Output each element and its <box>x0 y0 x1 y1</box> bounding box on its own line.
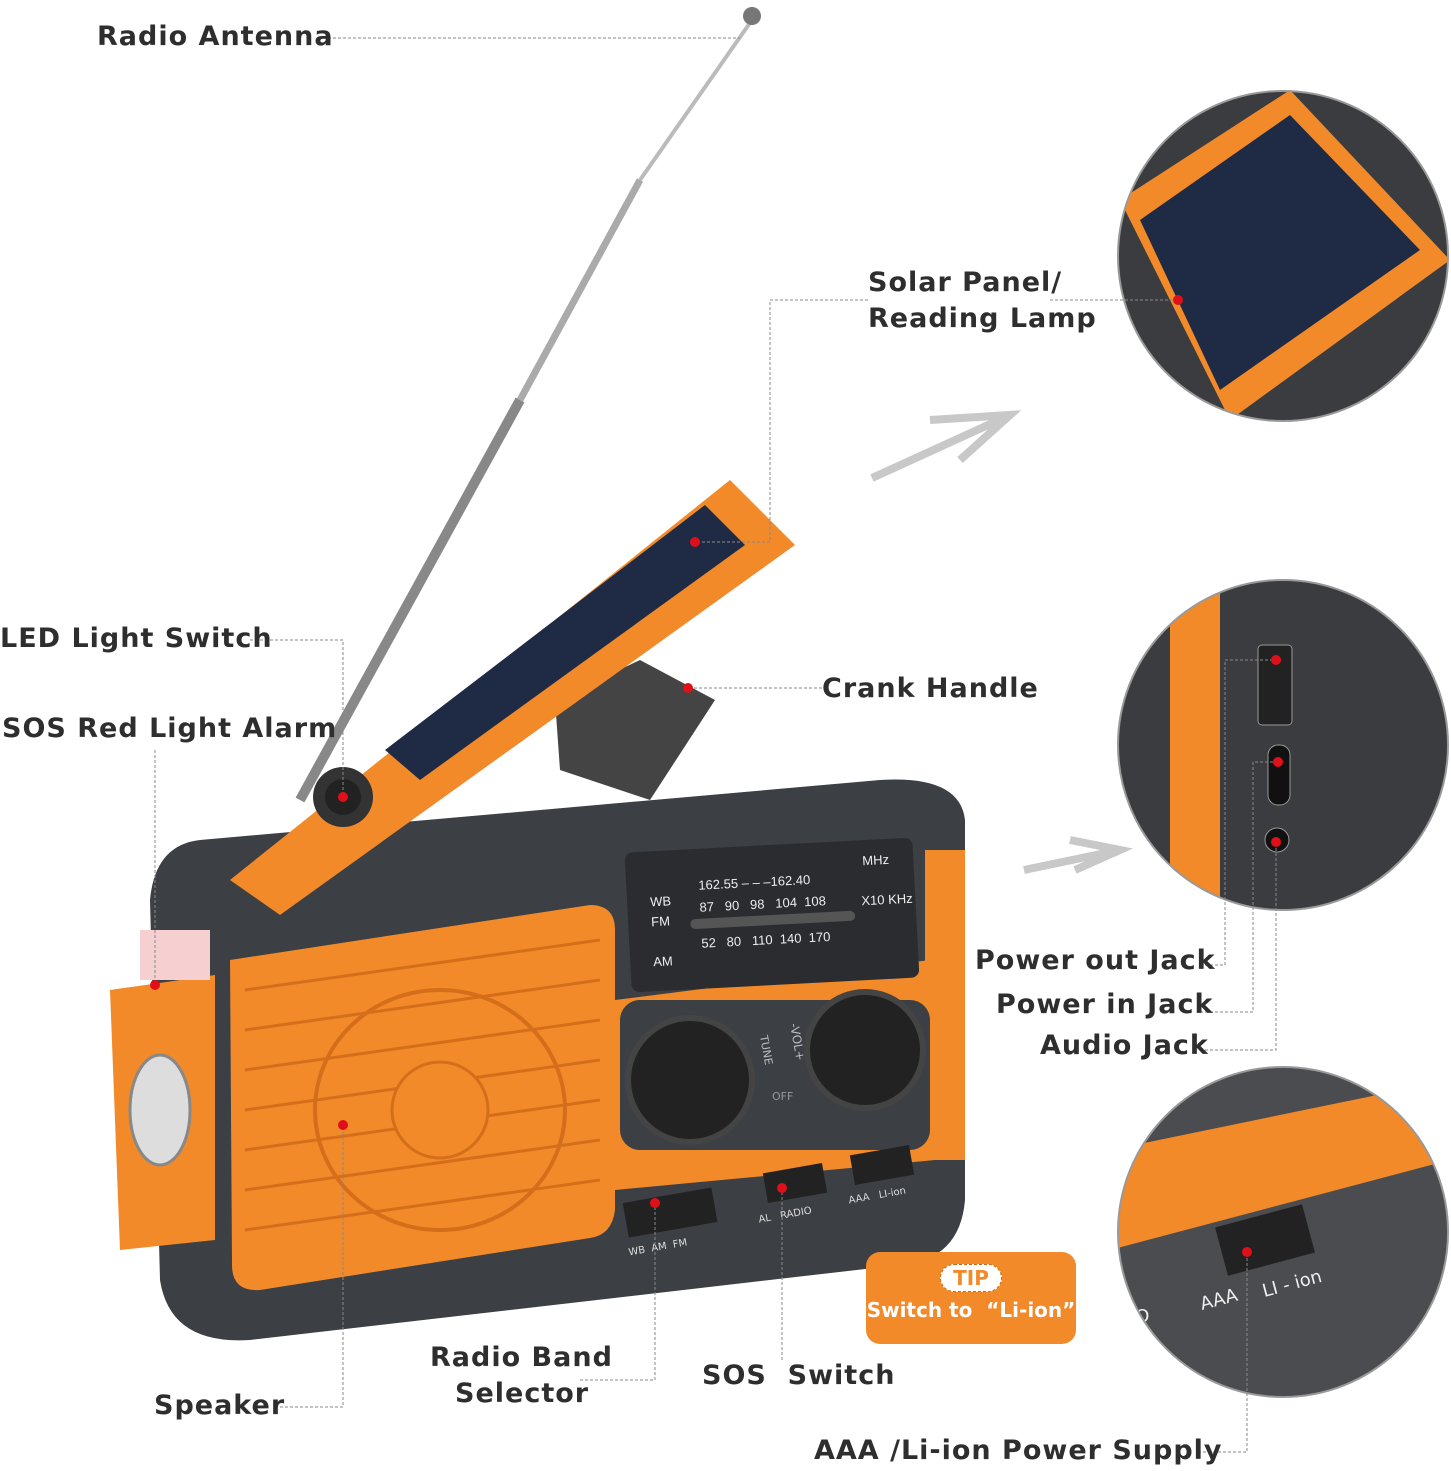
leader-lines <box>154 37 1278 1453</box>
speaker-grille <box>313 988 567 1232</box>
tip-text: Switch to “Li-ion” <box>866 1298 1076 1322</box>
label-power-supply: AAA /Li-ion Power Supply <box>814 1435 1223 1466</box>
flashlight-lens <box>128 1053 192 1167</box>
label-power-out-jack: Power out Jack <box>975 945 1216 976</box>
tuning-dial: WB FM AM 162.55 – – –162.40 87 90 98 104… <box>624 837 920 993</box>
dial-am: AM <box>653 953 673 969</box>
label-selector: Selector <box>455 1378 590 1409</box>
label-reading-lamp: Reading Lamp <box>868 303 1097 334</box>
dial-wb-range: 162.55 – – –162.40 <box>698 872 811 893</box>
power-switch <box>849 1145 915 1185</box>
tune-knob <box>625 1015 755 1145</box>
inset-solar <box>1117 90 1449 422</box>
dial-khz: X10 KHz <box>861 891 913 909</box>
tip-badge: TIP <box>940 1264 1002 1292</box>
label-led-light-switch: LED Light Switch <box>0 623 273 654</box>
marker-dots <box>150 295 1283 1257</box>
inset-power-switch: AAA LI - ion IO <box>1117 1066 1449 1398</box>
label-audio-jack: Audio Jack <box>1040 1030 1209 1061</box>
label-radio-antenna: Radio Antenna <box>97 21 334 52</box>
band-switch <box>622 1187 718 1238</box>
knobs: TUNE -VOL+ OFF <box>620 989 930 1150</box>
dial-fm-scale: 87 90 98 104 108 <box>699 893 826 915</box>
label-radio-band: Radio Band <box>430 1342 613 1373</box>
crank-handle <box>555 660 715 800</box>
antenna <box>295 7 761 803</box>
sos-light <box>140 930 210 980</box>
volume-knob <box>804 989 926 1111</box>
dial-mhz: MHz <box>862 852 889 868</box>
volume-label: -VOL+ <box>787 1022 807 1062</box>
label-solar-panel: Solar Panel/ <box>868 267 1063 298</box>
label-crank-handle: Crank Handle <box>822 673 1039 704</box>
tune-label: TUNE <box>757 1033 775 1066</box>
label-speaker: Speaker <box>154 1390 286 1421</box>
arrow-icon <box>870 410 1134 874</box>
label-sos-switch: SOS Switch <box>702 1360 896 1391</box>
label-sos-red-light-alarm: SOS Red Light Alarm <box>2 713 338 744</box>
tip-box: TIP Switch to “Li-ion” <box>866 1252 1076 1344</box>
off-label: OFF <box>772 1090 793 1103</box>
dial-wb: WB <box>650 893 672 909</box>
inset-jacks <box>1117 579 1449 911</box>
dial-fm: FM <box>651 913 671 929</box>
sos-switch <box>762 1163 828 1203</box>
dial-am-scale: 52 80 110 140 170 <box>701 929 831 951</box>
label-power-in-jack: Power in Jack <box>996 989 1214 1020</box>
